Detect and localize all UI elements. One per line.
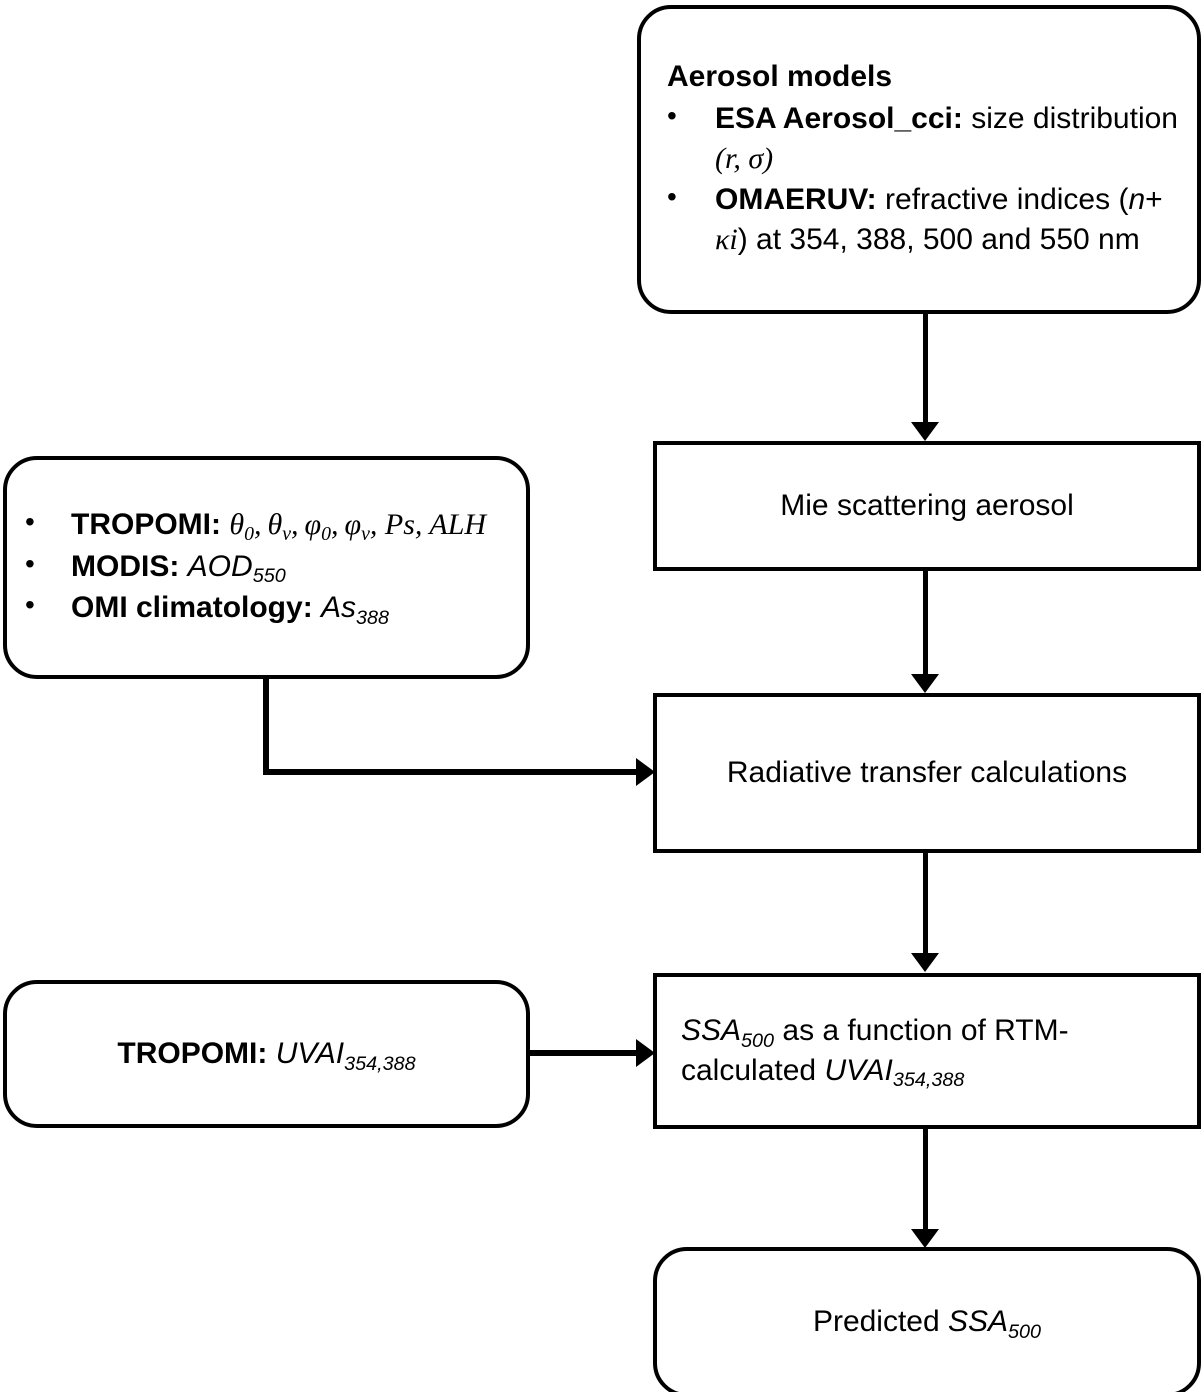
node-aerosol-models[interactable]: Aerosol models ESA Aerosol_cci: size dis… (637, 5, 1201, 314)
predicted-ssa-text: Predicted SSA500 (795, 1302, 1059, 1342)
bullet-esa-italic-tail: (r, σ) (715, 141, 774, 175)
bullet-esa-label: ESA Aerosol_cci: (715, 101, 963, 135)
node-ssa-function-of-uvai[interactable]: SSA500 as a function of RTM-calculated U… (653, 973, 1201, 1129)
bullet-omaeruv-rest: refractive indices ( (876, 183, 1129, 217)
bullet-omi-label: OMI climatology: (71, 591, 313, 625)
edge-mie-to-rtm-shaft (923, 571, 928, 676)
edge-ssa-function-to-predicted-arrowhead (911, 1229, 939, 1248)
bullet-omi-symbol: As388 (321, 591, 390, 629)
aerosol-models-bullet-list: ESA Aerosol_cci: size distribution (r, σ… (653, 97, 1185, 261)
bullet-omaeruv-symbol-n: n (1128, 183, 1146, 217)
edge-aerosol-models-to-mie-shaft (923, 314, 928, 426)
edge-uvai-to-ssa-function-shaft (530, 1050, 642, 1056)
bullet-omaeruv-rest2: + (1145, 183, 1163, 217)
edge-uvai-to-ssa-function-arrowhead (636, 1039, 655, 1067)
bullet-omaeruv-rest3: ) at 354, 388, 500 and 550 nm (737, 223, 1140, 257)
predicted-ssa-prefix: Predicted (812, 1305, 949, 1339)
edge-rtm-to-ssa-function-arrowhead (911, 953, 939, 972)
ssa-function-mid: as a function of RTM-calculated (681, 1014, 1069, 1087)
bullet-omaeruv-symbol-kappa-i: κi (715, 223, 738, 257)
mie-label: Mie scattering aerosol (780, 489, 1074, 523)
bullet-tropomi-label: TROPOMI: (71, 507, 221, 541)
edge-aerosol-models-to-mie-arrowhead (911, 422, 939, 441)
uvai-input-label: TROPOMI: (117, 1037, 268, 1071)
bullet-esa-rest: size distribution (962, 101, 1178, 135)
inputs-bullet-list: TROPOMI: θ0, θv, φ0, φv, Ps, ALH MODIS: … (15, 503, 518, 629)
node-mie-scattering-aerosol[interactable]: Mie scattering aerosol (653, 441, 1201, 571)
rtm-label: Radiative transfer calculations (726, 756, 1128, 790)
node-tropomi-uvai-input[interactable]: TROPOMI: UVAI354,388 (3, 980, 530, 1128)
bullet-tropomi-symbols: θ0, θv, φ0, φv, Ps, ALH (229, 507, 487, 545)
edge-inputs-to-rtm-arrowhead (636, 758, 655, 786)
bullet-modis-symbol: AOD550 (187, 549, 286, 587)
uvai-input-text: TROPOMI: UVAI354,388 (99, 1034, 433, 1074)
aerosol-models-heading: Aerosol models (667, 59, 893, 93)
bullet-modis-aod: MODIS: AOD550 (15, 545, 518, 587)
bullet-omaeruv-label: OMAERUV: (715, 183, 877, 217)
bullet-modis-label: MODIS: (71, 549, 180, 583)
node-predicted-ssa[interactable]: Predicted SSA500 (653, 1247, 1201, 1392)
predicted-ssa-symbol: SSA500 (948, 1305, 1042, 1343)
node-radiative-transfer-calculations[interactable]: Radiative transfer calculations (653, 693, 1201, 853)
bullet-esa-aerosol-cci: ESA Aerosol_cci: size distribution (r, σ… (653, 97, 1185, 179)
ssa-function-symbol-ssa: SSA500 (681, 1014, 775, 1052)
bullet-omaeruv: OMAERUV: refractive indices (n+ κi) at 3… (653, 178, 1185, 260)
ssa-function-text: SSA500 as a function of RTM-calculated U… (657, 1011, 1197, 1092)
edge-inputs-to-rtm-vertical (263, 676, 269, 775)
ssa-function-symbol-uvai: UVAI354,388 (824, 1054, 965, 1092)
uvai-input-symbol: UVAI354,388 (275, 1037, 416, 1075)
edge-mie-to-rtm-arrowhead (911, 674, 939, 693)
node-inputs[interactable]: TROPOMI: θ0, θv, φ0, φv, Ps, ALH MODIS: … (3, 456, 530, 679)
edge-rtm-to-ssa-function-shaft (923, 853, 928, 955)
bullet-omi-climatology: OMI climatology: As388 (15, 586, 518, 629)
bullet-tropomi-geometry: TROPOMI: θ0, θv, φ0, φv, Ps, ALH (15, 503, 518, 545)
edge-ssa-function-to-predicted-shaft (923, 1129, 928, 1232)
edge-inputs-to-rtm-horizontal (263, 769, 643, 775)
